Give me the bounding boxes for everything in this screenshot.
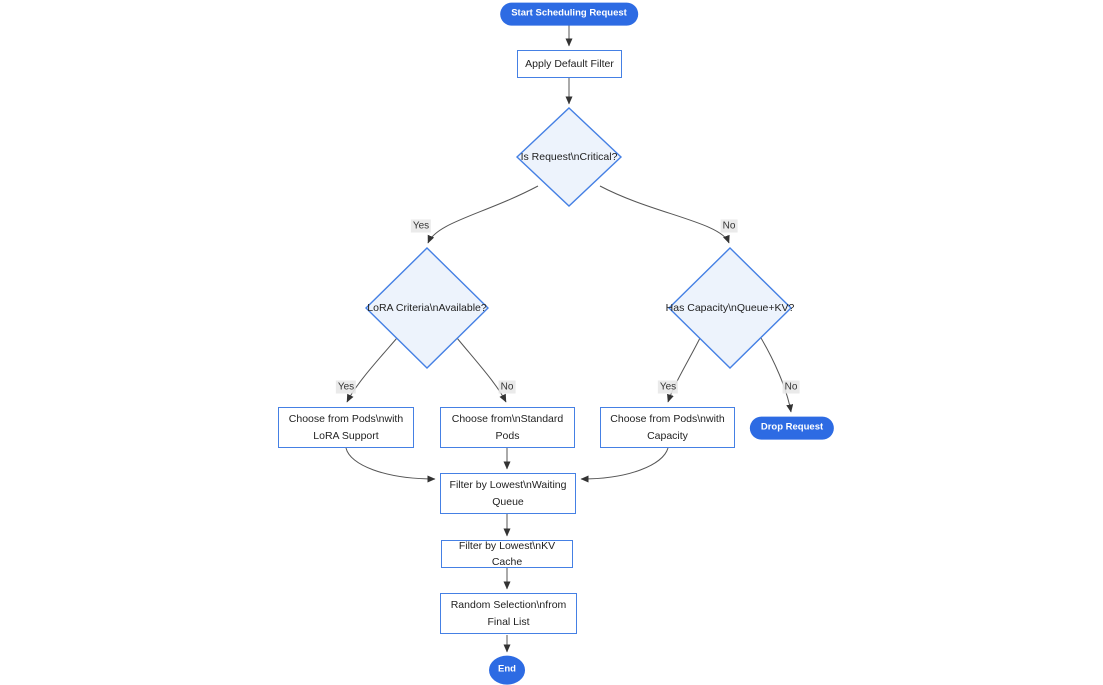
node-filter-kv-cache: Filter by Lowest\nKV Cache [441, 540, 573, 568]
node-label: Filter by Lowest\nKV Cache [458, 539, 556, 568]
decision-has-capacity-label: Has Capacity\nQueue+KV? [665, 302, 795, 314]
node-label: Filter by Lowest\nWaiting Queue [449, 479, 567, 508]
decision-has-capacity-shape [668, 247, 792, 369]
node-random-selection: Random Selection\nfrom Final List [440, 593, 577, 634]
edge-capacity-yes [667, 337, 701, 403]
node-end: End [489, 655, 525, 685]
decision-is-request-critical-shape [515, 107, 623, 207]
edge-label-lora-yes: Yes [335, 380, 357, 394]
edge-label-critical-yes: Yes [410, 219, 432, 233]
node-choose-standard-pods: Choose from\nStandard Pods [440, 407, 575, 448]
edge-capacitypods-to-filter [580, 447, 669, 483]
node-choose-pods-lora: Choose from Pods\nwith LoRA Support [278, 407, 414, 448]
edge-lora-yes [346, 337, 398, 403]
decision-lora-criteria-shape [365, 247, 489, 369]
decision-is-request-critical-label: Is Request\nCritical? [520, 151, 618, 163]
edge-capacity-no [760, 337, 794, 413]
node-choose-pods-capacity: Choose from Pods\nwith Capacity [600, 407, 735, 448]
edge-label-capacity-yes: Yes [657, 380, 679, 394]
node-start: Start Scheduling Request [500, 2, 638, 26]
node-label: Apply Default Filter [525, 57, 614, 70]
edge-label-critical-no: No [720, 219, 738, 233]
node-label: Random Selection\nfrom Final List [450, 599, 567, 628]
decision-lora-criteria-label: LoRA Criteria\nAvailable? [367, 302, 487, 314]
edge-lorapods-to-filter [345, 447, 436, 483]
node-drop-request: Drop Request [749, 416, 835, 440]
node-label: Choose from\nStandard Pods [451, 413, 564, 442]
node-filter-waiting-queue: Filter by Lowest\nWaiting Queue [440, 473, 576, 514]
edge-label-lora-no: No [498, 380, 516, 394]
edge-critical-no [599, 185, 730, 244]
edge-label-capacity-no: No [782, 380, 800, 394]
edge-critical-yes [427, 185, 539, 244]
node-label: Choose from Pods\nwith LoRA Support [288, 413, 404, 442]
edge-lora-no [456, 337, 507, 403]
node-label: Choose from Pods\nwith Capacity [610, 413, 725, 442]
node-apply-default-filter: Apply Default Filter [517, 50, 622, 78]
